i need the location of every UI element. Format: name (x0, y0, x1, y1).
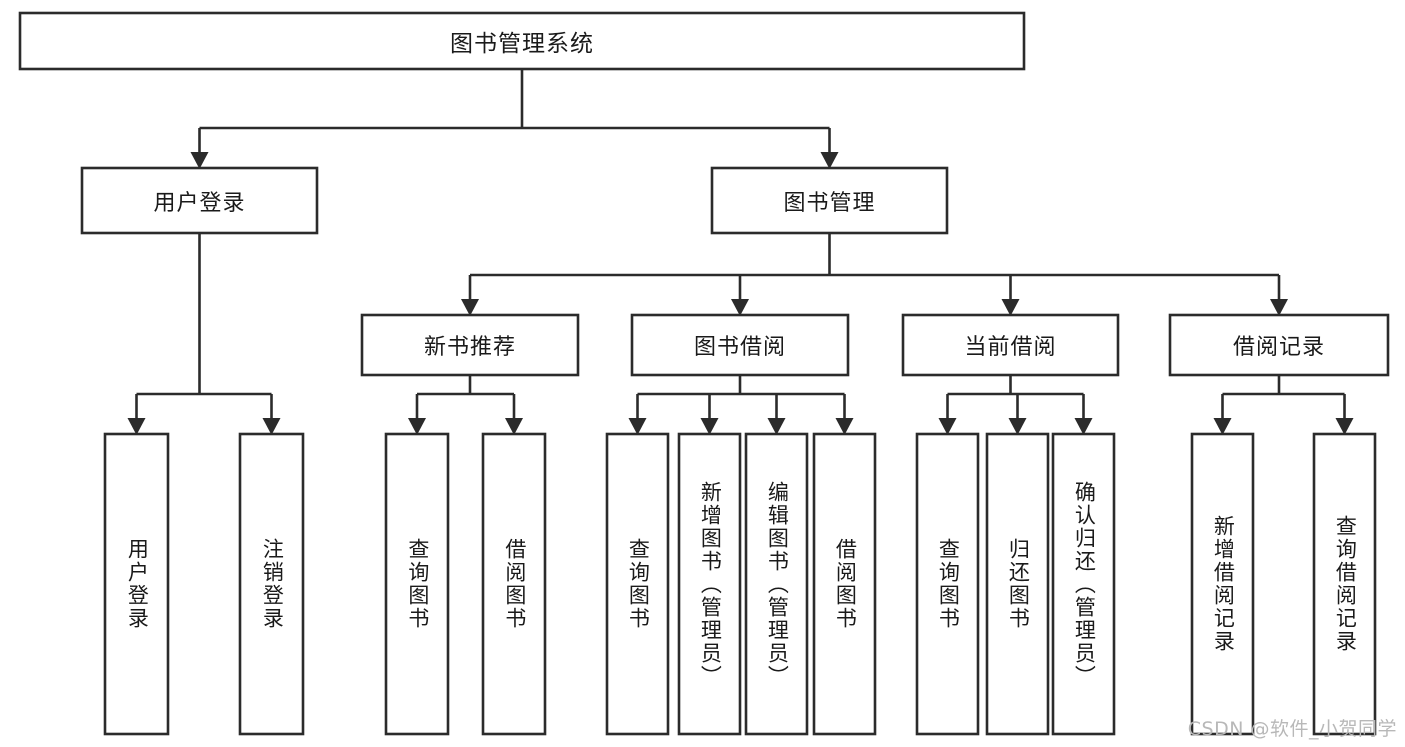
arrow-head-leaf-return-book (1008, 418, 1027, 435)
arrow-head-book-management (820, 152, 839, 169)
node-box-leaf-return-book[interactable] (985, 432, 1050, 736)
node-box-leaf-query-borrow-record[interactable] (1312, 432, 1377, 736)
node-box-root[interactable] (18, 11, 1026, 71)
node-box-leaf-user-login[interactable] (103, 432, 170, 736)
arrow-head-leaf-confirm-return-admin (1074, 418, 1093, 435)
node-box-leaf-logout[interactable] (238, 432, 305, 736)
node-box-leaf-edit-book-admin[interactable] (744, 432, 809, 736)
node-box-leaf-borrow-book-1[interactable] (481, 432, 547, 736)
node-box-leaf-add-book-admin[interactable] (677, 432, 742, 736)
node-box-current-borrow[interactable] (901, 313, 1120, 377)
arrow-head-user-login (190, 152, 209, 169)
node-box-leaf-add-borrow-record[interactable] (1190, 432, 1255, 736)
arrow-head-leaf-add-borrow-record (1213, 418, 1232, 435)
arrow-head-leaf-logout (262, 418, 281, 435)
node-box-user-login[interactable] (80, 166, 319, 235)
arrow-head-leaf-query-book-2 (628, 418, 647, 435)
arrow-head-leaf-user-login (127, 418, 146, 435)
connector-conn-record-to-leaves (1213, 375, 1354, 435)
node-box-book-management[interactable] (710, 166, 949, 235)
connector-conn-root-to-level2 (190, 69, 839, 169)
arrow-head-new-book-recommend (461, 299, 479, 316)
node-box-new-book-recommend[interactable] (360, 313, 580, 377)
node-box-leaf-borrow-book-2[interactable] (812, 432, 877, 736)
node-box-leaf-query-book-2[interactable] (605, 432, 670, 736)
arrow-head-leaf-add-book-admin (700, 418, 719, 435)
connector-conn-borrow-to-leaves (628, 375, 854, 435)
arrow-head-leaf-borrow-book-1 (505, 418, 523, 435)
connector-conn-newbook-to-leaves (408, 375, 523, 435)
arrow-head-leaf-query-book-3 (938, 418, 957, 435)
connector-conn-userlogin-to-leaves (127, 233, 281, 435)
node-box-borrow-record[interactable] (1168, 313, 1390, 377)
node-box-leaf-query-book-1[interactable] (384, 432, 450, 736)
arrow-head-leaf-borrow-book-2 (835, 418, 854, 435)
arrow-head-current-borrow (1001, 299, 1020, 316)
watermark-text: CSDN @软件_小贺同学 (1187, 718, 1397, 740)
connector-conn-current-to-leaves (938, 375, 1093, 435)
arrow-head-leaf-query-borrow-record (1335, 418, 1354, 435)
arrow-head-leaf-query-book-1 (408, 418, 426, 435)
node-box-book-borrow[interactable] (630, 313, 850, 377)
node-box-leaf-confirm-return-admin[interactable] (1051, 432, 1116, 736)
connectors-layer (127, 69, 1354, 435)
arrow-head-book-borrow (731, 299, 749, 316)
connector-conn-bookmgmt-to-level3 (461, 233, 1288, 316)
boxes-layer (18, 11, 1390, 736)
arrow-head-leaf-edit-book-admin (767, 418, 786, 435)
arrow-head-borrow-record (1270, 299, 1288, 316)
node-box-leaf-query-book-3[interactable] (915, 432, 980, 736)
